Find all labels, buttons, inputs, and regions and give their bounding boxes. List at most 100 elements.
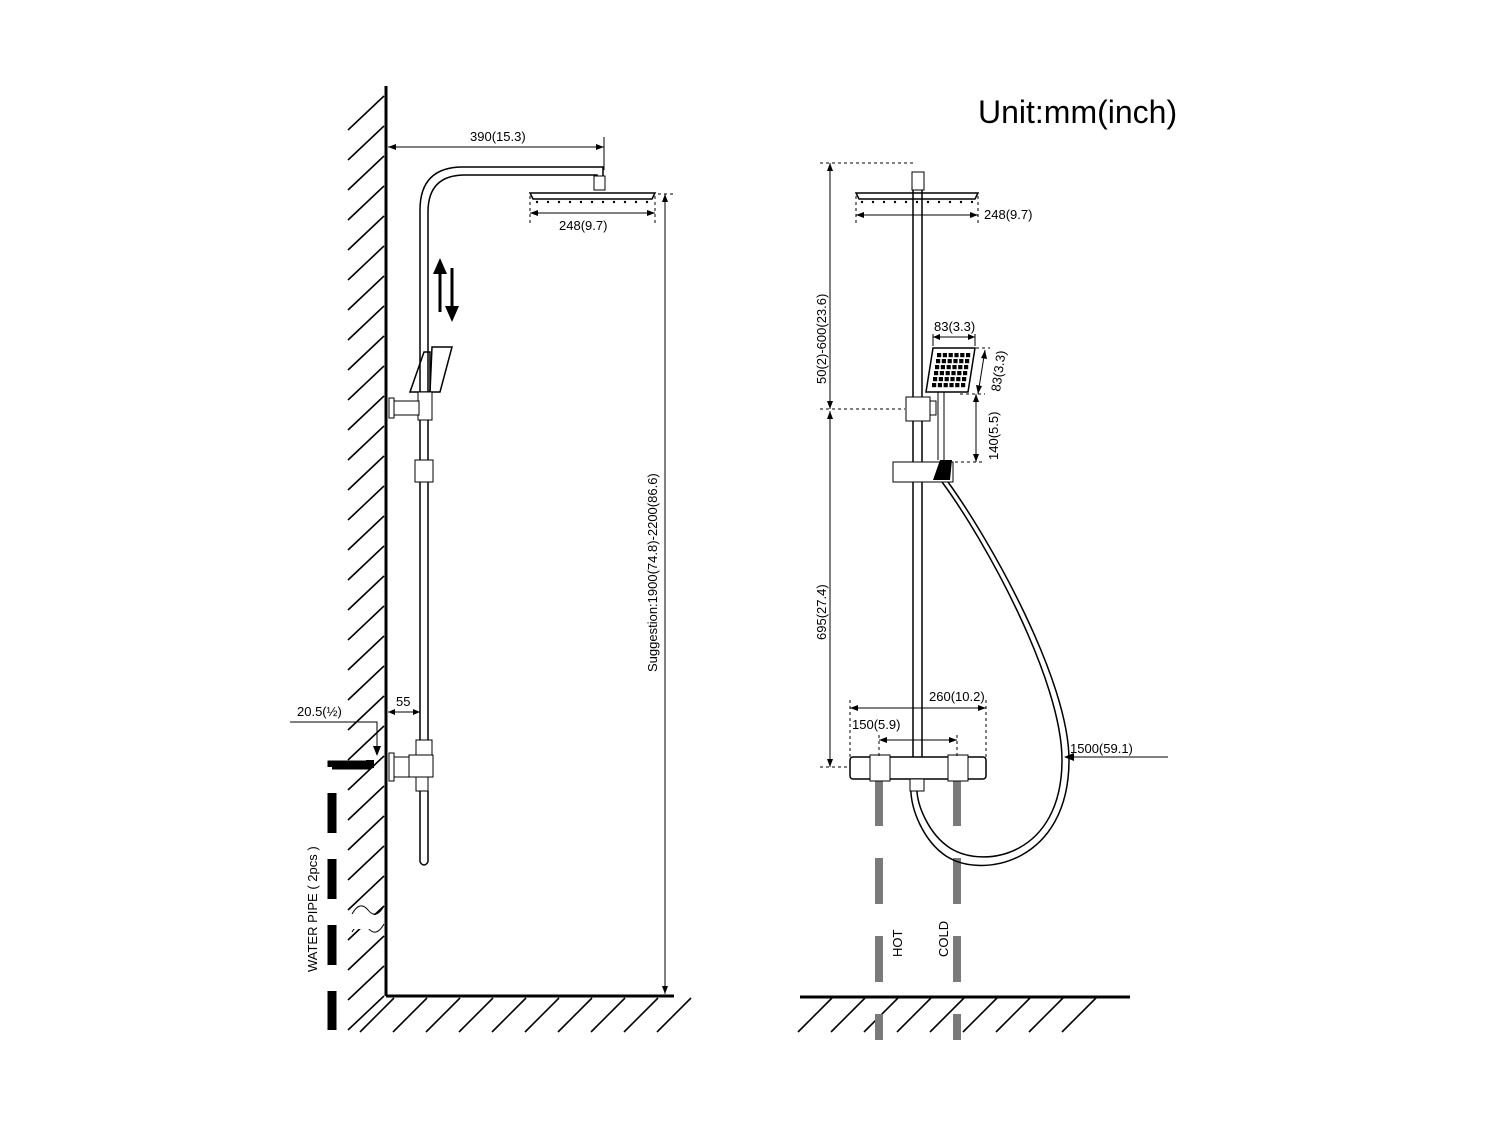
hand-shower-grid — [932, 353, 971, 388]
hand-grid-cell — [963, 371, 968, 376]
hand-grid-cell — [932, 383, 937, 388]
wall — [347, 86, 388, 1031]
cold-label: COLD — [936, 921, 951, 957]
dim-top-adjust-label: 50(2)-600(23.6) — [814, 294, 829, 384]
hatch-line — [623, 997, 659, 1033]
hatch-line — [896, 997, 932, 1033]
hand-grid-cell — [962, 377, 967, 382]
hand-grid-cell — [946, 365, 951, 370]
nozzle-dot — [893, 200, 897, 204]
front-head-nozzles — [860, 200, 974, 204]
hatch-line — [347, 635, 385, 671]
hot-label: HOT — [890, 930, 905, 958]
nozzle-dot — [882, 200, 886, 204]
hand-grid-cell — [966, 353, 971, 358]
hatch-line — [347, 365, 385, 401]
hatch-line — [347, 125, 385, 161]
side-view: 390(15.3) 248(9.7) Suggestion:1900(74.8)… — [290, 86, 692, 1033]
dim-bar-height-label: 695(27.4) — [814, 584, 829, 640]
dim-top-adjust: 50(2)-600(23.6) — [814, 162, 915, 410]
hand-grid-cell — [938, 377, 943, 382]
hand-grid-cell — [955, 383, 960, 388]
hatch-line — [347, 815, 385, 851]
nozzle-dot — [871, 200, 875, 204]
hatch-line — [347, 155, 385, 191]
hatch-line — [347, 665, 385, 701]
dim-mixer-width: 260(10.2) — [849, 689, 987, 757]
nozzle-dot — [557, 200, 561, 204]
hand-grid-cell — [964, 365, 969, 370]
hand-grid-cell — [937, 383, 942, 388]
dim-hose-length-label: 1500(59.1) — [1070, 741, 1133, 756]
nozzle-dot — [634, 200, 638, 204]
dim-arm-length-label: 390(15.3) — [470, 129, 526, 144]
water-pipe — [327, 760, 385, 1030]
hand-grid-cell — [950, 377, 955, 382]
wall-hatch — [347, 95, 385, 1031]
dim-front-head-width: 248(9.7) — [855, 196, 1032, 225]
front-view: 248(9.7) 50(2)-600(23.6) 695(27.4) 8 — [797, 162, 1168, 1040]
hand-grid-cell — [937, 353, 942, 358]
dim-wall-offset: 55 — [388, 694, 421, 740]
dim-hand-height: 83(3.3) — [976, 347, 1009, 395]
hand-grid-cell — [948, 353, 953, 358]
front-floor-hatch — [797, 997, 1097, 1033]
hatch-line — [347, 845, 385, 881]
side-mixer — [388, 739, 434, 866]
hatch-line — [392, 997, 428, 1033]
hatch-line — [347, 395, 385, 431]
hand-grid-cell — [933, 377, 938, 382]
hatch-line — [347, 215, 385, 251]
side-floor-hatch — [359, 997, 692, 1033]
nozzle-dot — [568, 200, 572, 204]
hand-grid-cell — [951, 371, 956, 376]
dim-hand-width-label: 83(3.3) — [934, 319, 975, 334]
hatch-line — [347, 545, 385, 581]
hatch-line — [347, 755, 385, 791]
unit-label: Unit:mm(inch) — [978, 94, 1177, 130]
nozzle-dot — [937, 200, 941, 204]
dim-front-head-width-label: 248(9.7) — [984, 207, 1032, 222]
hatch-line — [347, 245, 385, 281]
nozzle-dot — [546, 200, 550, 204]
hatch-line — [347, 785, 385, 821]
hatch-line — [557, 997, 593, 1033]
hand-grid-cell — [954, 353, 959, 358]
dim-arm-length: 390(15.3) — [388, 129, 605, 170]
hand-grid-cell — [965, 359, 970, 364]
hand-grid-cell — [943, 383, 948, 388]
dim-inlet-spacing-label: 150(5.9) — [852, 717, 900, 732]
hatch-line — [347, 965, 385, 1001]
dim-pipe-thread-label: 20.5(½) — [297, 704, 342, 719]
hatch-line — [347, 275, 385, 311]
dim-mixer-width-label: 260(10.2) — [929, 689, 985, 704]
nozzle-dot — [612, 200, 616, 204]
hatch-line — [962, 997, 998, 1033]
hatch-line — [995, 997, 1031, 1033]
hatch-line — [347, 305, 385, 341]
side-hand-shower — [388, 346, 453, 483]
hatch-line — [425, 997, 461, 1033]
supply-pipes — [875, 780, 961, 1040]
hand-grid-cell — [939, 371, 944, 376]
nozzle-dot — [926, 200, 930, 204]
hand-grid-cell — [952, 365, 957, 370]
hatch-line — [1061, 997, 1097, 1033]
hand-grid-cell — [956, 377, 961, 382]
dim-hose-length: 1500(59.1) — [1064, 741, 1168, 761]
nozzle-dot — [535, 200, 539, 204]
hatch-line — [347, 335, 385, 371]
hatch-line — [347, 455, 385, 491]
side-head-nozzles — [535, 200, 649, 204]
hand-grid-cell — [949, 383, 954, 388]
hand-grid-cell — [934, 371, 939, 376]
front-hand-shower — [892, 347, 976, 483]
hatch-line — [1028, 997, 1064, 1033]
hatch-line — [524, 997, 560, 1033]
nozzle-dot — [948, 200, 952, 204]
side-floor — [359, 994, 692, 1033]
front-floor — [797, 995, 1130, 1033]
hatch-line — [929, 997, 965, 1033]
hatch-line — [347, 695, 385, 731]
